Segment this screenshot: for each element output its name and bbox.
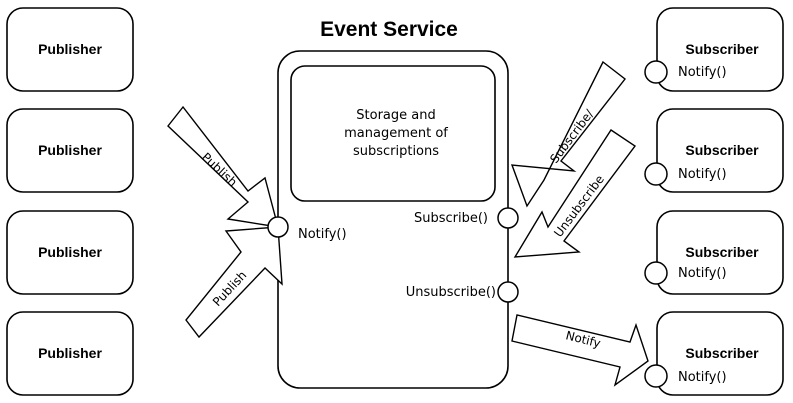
publisher-label: Publisher <box>38 345 102 361</box>
unsubscribe-port-label: Unsubscribe() <box>406 285 496 300</box>
unsubscribe-arrow <box>513 129 637 258</box>
subscriber-label: Subscriber <box>685 244 759 260</box>
subscriber-1: Subscriber Notify() <box>644 7 784 92</box>
subscriber-port-icon <box>644 261 668 285</box>
subscribe-arrow <box>510 60 626 208</box>
diagram-title: Event Service <box>320 18 458 41</box>
storage-box: Storage and management of subscriptions <box>290 65 496 202</box>
subscriber-4: Subscriber Notify() <box>644 311 784 396</box>
subscriber-port-icon <box>644 364 668 388</box>
subscriber-port-label: Notify() <box>678 370 727 385</box>
storage-line-1: Storage and <box>356 108 435 123</box>
publisher-1: Publisher <box>6 7 134 92</box>
storage-line-3: subscriptions <box>353 144 439 159</box>
subscriber-label: Subscriber <box>685 142 759 158</box>
publish-arrow-bottom <box>185 226 283 339</box>
subscriber-label: Subscriber <box>685 345 759 361</box>
storage-line-2: management of <box>344 126 448 141</box>
subscriber-label: Subscriber <box>685 41 759 57</box>
publisher-4: Publisher <box>6 311 134 396</box>
subscribe-port-icon <box>497 207 519 229</box>
publisher-label: Publisher <box>38 244 102 260</box>
subscribe-port-label: Subscribe() <box>414 211 488 226</box>
subscriber-port-label: Notify() <box>678 167 727 182</box>
subscriber-port-label: Notify() <box>678 266 727 281</box>
publisher-label: Publisher <box>38 142 102 158</box>
publisher-label: Publisher <box>38 41 102 57</box>
subscriber-port-icon <box>644 60 668 84</box>
notify-arrow <box>511 314 649 387</box>
notify-port-label: Notify() <box>298 227 347 242</box>
subscriber-3: Subscriber Notify() <box>644 210 784 295</box>
subscribe-arrow-label: Subscribe/ <box>547 106 597 166</box>
publisher-3: Publisher <box>6 210 134 295</box>
subscriber-2: Subscriber Notify() <box>644 108 784 193</box>
publish-arrow-top <box>167 105 279 228</box>
notify-port-icon <box>267 216 289 238</box>
subscriber-port-icon <box>644 162 668 186</box>
subscriber-port-label: Notify() <box>678 65 727 80</box>
unsubscribe-port-icon <box>497 281 519 303</box>
publisher-2: Publisher <box>6 108 134 193</box>
